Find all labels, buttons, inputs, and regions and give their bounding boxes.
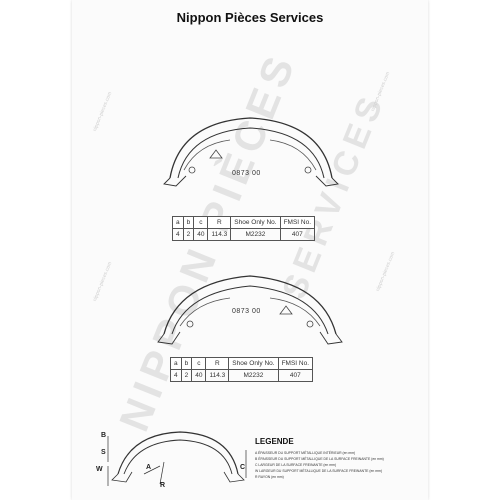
dimension-label-a: A [146, 464, 152, 471]
part-number: 0873 00 [232, 308, 261, 315]
dimension-label-b: B [101, 432, 107, 439]
cell-shoe-only: M2232 [228, 369, 279, 382]
legend-item: B ÉPAISSEUR DU SUPPORT MÉTALLIQUE DE LA … [255, 457, 384, 461]
brand-title: Nippon Pièces Services [176, 10, 324, 25]
cell-c: 40 [193, 228, 209, 241]
brake-shoe-drawing-1 [163, 117, 339, 187]
table-row: 4 2 40 114.3 M2232 407 [172, 228, 316, 241]
catalog-sheet [72, 0, 428, 500]
cell-a: 4 [172, 228, 184, 241]
cell-b: 2 [182, 228, 195, 241]
col-header-c: c [191, 357, 207, 370]
col-header-r: R [205, 357, 230, 370]
dimension-label-w: W [96, 466, 103, 473]
legend-item: R RAYON (en mm) [255, 475, 284, 479]
col-header-shoe-only: Shoe Only No. [228, 357, 279, 370]
cell-fmsi: 407 [277, 369, 314, 382]
col-header-fmsi: FMSI No. [277, 357, 314, 370]
col-header-a: a [172, 216, 184, 229]
legend-shoe-diagram [107, 431, 247, 486]
legend-title: LEGENDE [255, 437, 294, 446]
table-header-row: a b c R Shoe Only No. FMSI No. [172, 216, 316, 229]
cell-fmsi: 407 [279, 228, 316, 241]
col-header-r: R [207, 216, 232, 229]
spec-table: a b c R Shoe Only No. FMSI No. 4 2 40 11… [172, 216, 316, 241]
legend-list: A ÉPAISSEUR DU SUPPORT MÉTALLIQUE INTÉRI… [255, 450, 425, 480]
dimension-label-s: S [101, 449, 106, 456]
legend-item: C LARGEUR DE LA SURFACE FREINANTE (en mm… [255, 463, 337, 467]
table-header-row: a b c R Shoe Only No. FMSI No. [170, 357, 314, 370]
cell-a: 4 [170, 369, 182, 382]
spec-table: a b c R Shoe Only No. FMSI No. 4 2 40 11… [170, 357, 314, 382]
legend-item: A ÉPAISSEUR DU SUPPORT MÉTALLIQUE INTÉRI… [255, 451, 356, 455]
cell-r: 114.3 [207, 228, 232, 241]
cell-b: 2 [180, 369, 193, 382]
legend-item: W LARGEUR DU SUPPORT MÉTALLIQUE DE LA SU… [255, 469, 382, 473]
col-header-shoe-only: Shoe Only No. [230, 216, 281, 229]
col-header-b: b [180, 357, 193, 370]
col-header-c: c [193, 216, 209, 229]
part-number: 0873 00 [232, 170, 261, 177]
col-header-fmsi: FMSI No. [279, 216, 316, 229]
col-header-a: a [170, 357, 182, 370]
col-header-b: b [182, 216, 195, 229]
table-row: 4 2 40 114.3 M2232 407 [170, 369, 314, 382]
brake-shoe-drawing-2 [157, 275, 343, 345]
cell-shoe-only: M2232 [230, 228, 281, 241]
cell-r: 114.3 [205, 369, 230, 382]
cell-c: 40 [191, 369, 207, 382]
dimension-label-r: R [160, 482, 166, 489]
dimension-label-c: C [240, 464, 246, 471]
